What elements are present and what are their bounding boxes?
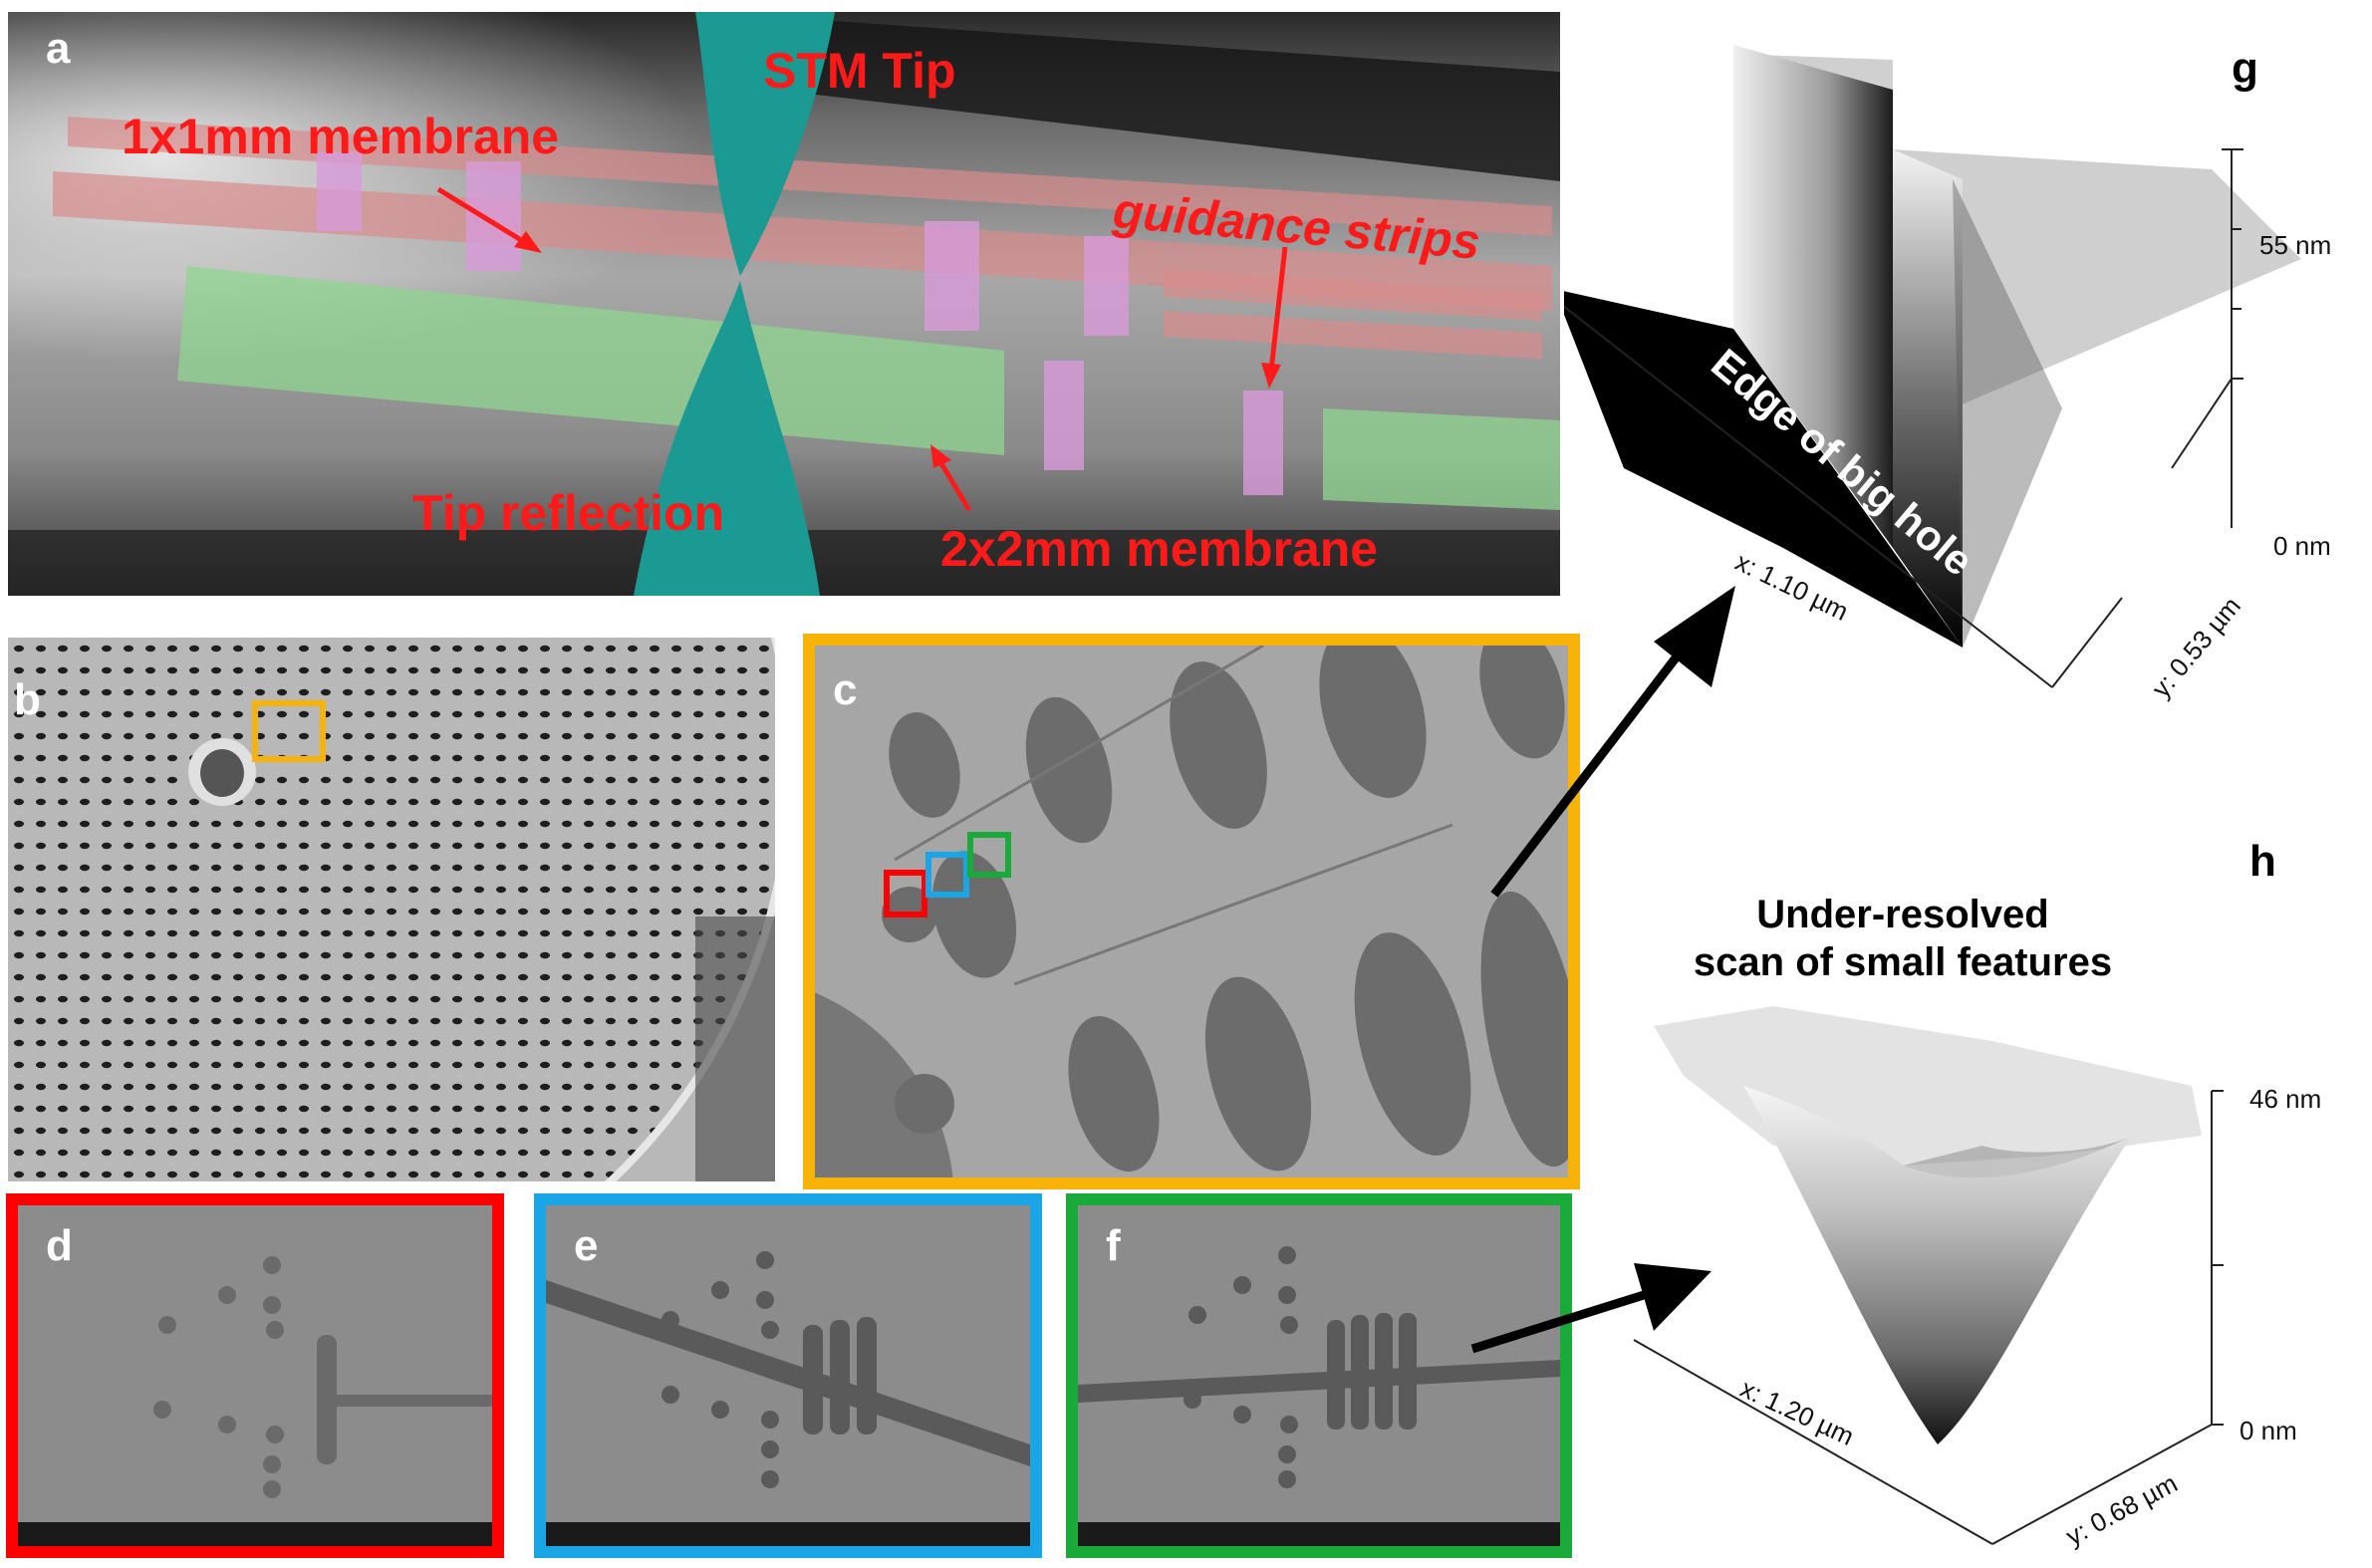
h-y-axis-label: y: 0.68 µm (2061, 1468, 2183, 1552)
panel-h-title-line2: scan of small features (1693, 940, 2113, 984)
panel-g: 55 nm 0 nm x: 1.10 µm y: 0.53 µm Edge of… (1553, 30, 2372, 717)
guidance-strip (317, 151, 362, 231)
zoom-box-c (252, 700, 326, 762)
panel-g-surface-plot: 55 nm 0 nm x: 1.10 µm y: 0.53 µm Edge of… (1553, 45, 2331, 703)
panel-h-title-line1: Under-resolved (1756, 893, 2049, 936)
membrane-1x1-label: 1x1mm membrane (122, 109, 560, 164)
membrane-1x1-strip (68, 117, 1552, 236)
panel-c-label: c (833, 665, 858, 714)
panel-e-image (546, 1205, 1030, 1546)
arrow-c-to-g (1490, 645, 1688, 898)
panel-h-surface-plot: 46 nm 0 nm x: 1.20 µm y: 0.68 µm (1633, 1006, 2321, 1552)
h-zmax-label: 46 nm (2249, 1084, 2321, 1114)
h-x-axis-label: x: 1.20 µm (1735, 1373, 1858, 1451)
panel-d-image (18, 1205, 494, 1546)
membrane-2x2-region (177, 266, 1004, 455)
panel-b-label: b (14, 675, 41, 724)
panel-c-image (496, 622, 1584, 1433)
h-zmin-label: 0 nm (2240, 1416, 2297, 1445)
panel-h-label: h (2249, 837, 2276, 886)
panel-f-label: f (1106, 1221, 1121, 1270)
panel-d-label: d (46, 1221, 73, 1270)
tip-reflection-label: Tip reflection (412, 485, 725, 541)
zoom-box-e (925, 852, 969, 898)
funnel-surface (1743, 1086, 2132, 1444)
panel-g-label: g (2232, 44, 2258, 93)
panel-a-image (8, 12, 1560, 596)
panel-b-image (0, 195, 794, 1339)
arrow-f-to-h (1470, 1290, 1646, 1354)
panel-e: e (534, 1193, 1042, 1558)
panel-h: 46 nm 0 nm x: 1.20 µm y: 0.68 µm h Under… (1574, 837, 2372, 1563)
panel-a-label: a (46, 24, 71, 73)
g-zmax-label: 55 nm (2259, 230, 2331, 260)
zoom-box-f (967, 832, 1011, 878)
stm-tip-label: STM Tip (763, 43, 956, 99)
g-zmin-label: 0 nm (2273, 531, 2331, 561)
membrane-2x2-label: 2x2mm membrane (940, 521, 1379, 577)
panel-b: b (0, 195, 794, 1339)
panel-f: f (1066, 1193, 1572, 1558)
stm-tip (695, 12, 835, 276)
panel-h-title: Under-resolved scan of small features (1654, 891, 2152, 986)
zoom-box-d (884, 870, 927, 917)
tip-reflection (634, 281, 820, 596)
panel-d: d (6, 1193, 504, 1558)
g-y-axis-label: y: 0.53 µm (2146, 591, 2246, 703)
panel-f-image (1078, 1205, 1560, 1546)
panel-a: a STM Tip 1x1mm membrane guidance strips… (8, 12, 1560, 596)
panel-c: c (496, 622, 1584, 1433)
panel-e-label: e (574, 1221, 599, 1270)
